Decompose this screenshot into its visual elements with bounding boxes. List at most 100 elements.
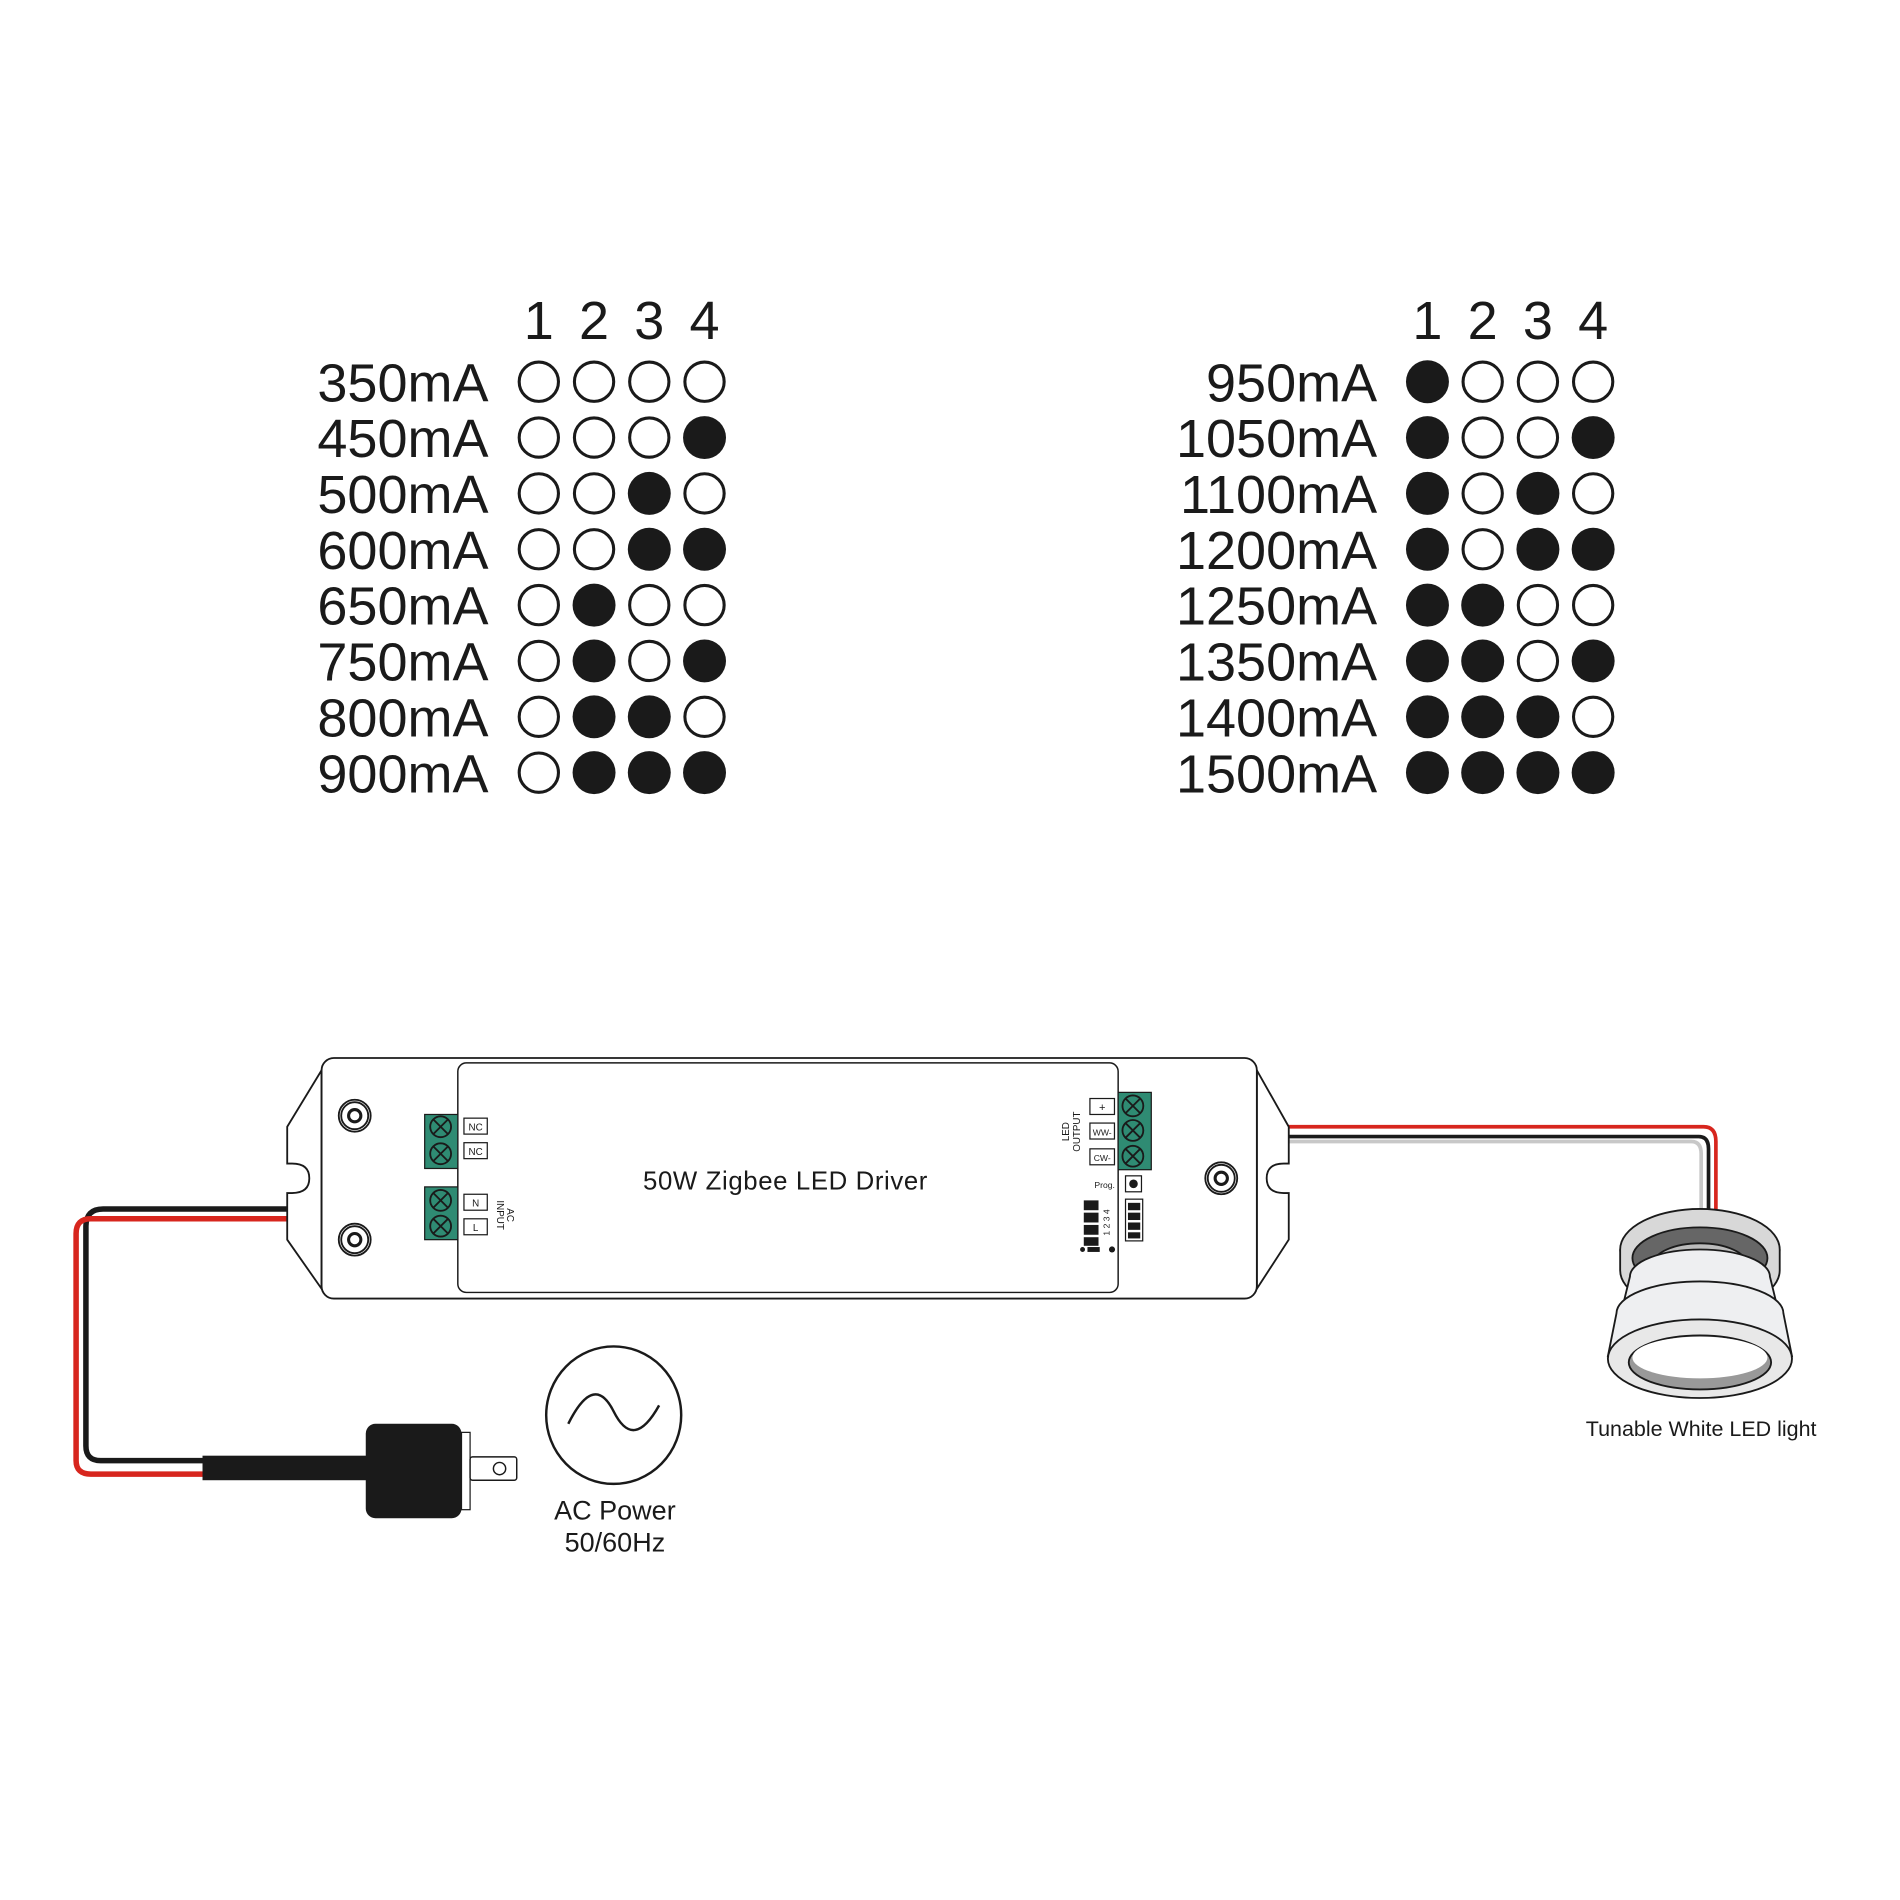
current-label: 1350mA: [1176, 633, 1377, 693]
table-row: 350mA: [317, 353, 726, 413]
table-row: 800mA: [317, 688, 726, 748]
dip-on-dot: [572, 751, 616, 795]
led-output-label: OUTPUT: [1072, 1112, 1083, 1152]
current-label: 800mA: [317, 688, 488, 748]
switch-number-header: 2: [1468, 291, 1498, 351]
current-label: 650mA: [317, 577, 488, 637]
switch-number-header: 3: [634, 291, 664, 351]
table-row: 450mA: [317, 409, 727, 469]
current-label: 750mA: [317, 633, 488, 693]
dip-on-dot: [1461, 639, 1505, 683]
table-row: 950mA: [1206, 353, 1615, 413]
table-row: 1350mA: [1176, 633, 1615, 693]
table-row: 1500mA: [1176, 744, 1615, 804]
ac-power-symbol: AC Power 50/60Hz: [544, 1345, 683, 1557]
nc-label-box: [463, 1117, 488, 1135]
dip-off-dot: [517, 360, 560, 403]
l-label-box: [463, 1218, 488, 1236]
current-label: 1500mA: [1176, 744, 1377, 804]
dip-on-dot: [1405, 360, 1449, 404]
dip-on-dot: [1516, 695, 1560, 739]
table-row: 1250mA: [1176, 577, 1615, 637]
dip-on-dot: [683, 639, 727, 683]
current-label: 1050mA: [1176, 409, 1377, 469]
table-row: 500mA: [317, 465, 726, 525]
dip-off-dot: [683, 583, 726, 627]
switch-number-header: 3: [1523, 291, 1553, 351]
terminal-screw-icon: [429, 1214, 452, 1238]
switch-number-header: 2: [579, 291, 609, 351]
dip-off-dot: [517, 416, 560, 459]
dip-off-dot: [628, 583, 671, 627]
screw-hole: [1204, 1161, 1239, 1196]
dip-on-dot: [683, 751, 727, 795]
terminal-screw-icon: [1121, 1119, 1145, 1142]
table-row: 1050mA: [1176, 409, 1615, 469]
dip-on-dot: [1571, 751, 1615, 795]
current-label: 1400mA: [1176, 688, 1377, 748]
ac-input-label: INPUT: [494, 1200, 505, 1229]
terminal-screw-icon: [429, 1142, 452, 1166]
dip-off-dot: [572, 472, 616, 515]
left-flange: [286, 1067, 323, 1292]
dip-off-dot: [1571, 695, 1615, 738]
ww-label-box: [1089, 1122, 1116, 1140]
dip-on-dot: [1516, 471, 1560, 515]
dip-off-dot: [1571, 472, 1615, 515]
dip-off-dot: [1516, 639, 1560, 683]
dip-on-dot: [1405, 583, 1449, 627]
dip-switch-legend: [1080, 1200, 1141, 1253]
dip-on-dot: [572, 639, 616, 683]
dip-on-dot: [1571, 639, 1615, 683]
dip-off-dot: [683, 360, 726, 403]
table-row: 750mA: [317, 633, 727, 693]
terminal-screw-icon: [1121, 1144, 1145, 1168]
black-wire: [1151, 1128, 1711, 1209]
led-light-icon: Tunable White LED light: [1586, 1208, 1817, 1441]
dip-off-dot: [1516, 583, 1560, 627]
dip-on-dot: [572, 695, 616, 739]
dip-on-dot: [627, 751, 671, 795]
dip-off-dot: [517, 639, 560, 683]
dip-on-dot: [1461, 751, 1505, 795]
ww-label: WW-: [1093, 1127, 1112, 1137]
ac-frequency-label: 50/60Hz: [565, 1527, 666, 1557]
dip-off-dot: [1516, 416, 1560, 459]
screw-hole: [337, 1222, 372, 1257]
red-wire: [73, 1216, 425, 1477]
dip-off-dot: [628, 416, 671, 459]
dip-off-dot: [1461, 416, 1504, 459]
current-label: 1100mA: [1180, 465, 1377, 525]
led-output-label: LED: [1061, 1122, 1072, 1141]
dip-on-dot: [627, 527, 671, 571]
driver-labels: 50W Zigbee LED Driver NC NC N L + WW- CW…: [469, 1102, 1115, 1236]
dip-off-dot: [628, 639, 671, 683]
table-row: 1400mA: [1176, 688, 1615, 748]
cw-label-box: [1089, 1148, 1116, 1166]
ac-power-label: AC Power: [554, 1496, 676, 1526]
dip-on-dot: [1571, 416, 1615, 460]
dip-off-dot: [517, 695, 560, 738]
dip-off-dot: [683, 695, 726, 738]
dip-off-dot: [572, 528, 616, 571]
dip-numbers: 1 2 3 4: [1102, 1209, 1112, 1235]
dip-off-dot: [628, 360, 671, 403]
red-wire: [1151, 1107, 1718, 1209]
screw-hole: [337, 1098, 372, 1133]
switch-number-header: 1: [524, 291, 554, 351]
dip-off-dot: [1571, 360, 1615, 403]
prog-label: Prog.: [1094, 1180, 1115, 1190]
dip-on-dot: [1461, 583, 1505, 627]
nc-label: NC: [469, 1122, 483, 1133]
dip-on-dot: [1461, 695, 1505, 739]
table-row: 1200mA: [1176, 521, 1615, 581]
ac-wires: [73, 1197, 425, 1477]
terminal-screw-icon: [429, 1189, 452, 1212]
dip-off-dot: [572, 360, 616, 403]
dip-on-dot: [627, 471, 671, 515]
dip-off-dot: [517, 472, 560, 515]
led-wires: [1151, 1107, 1718, 1209]
